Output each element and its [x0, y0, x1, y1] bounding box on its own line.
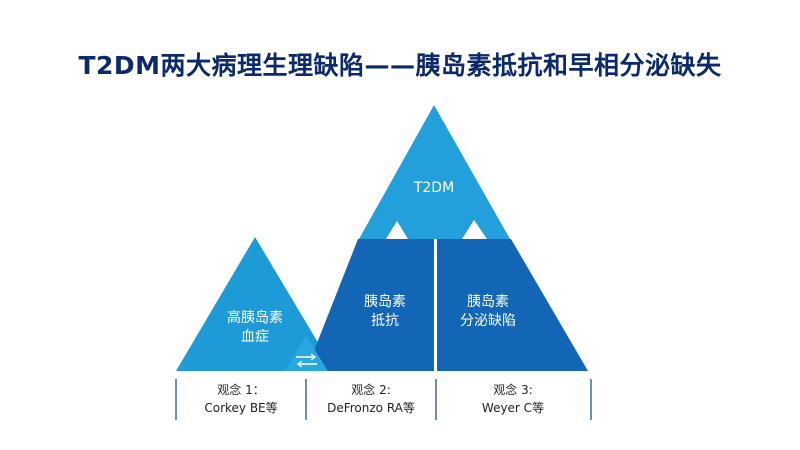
right-block-label-1: 胰岛素	[467, 294, 509, 310]
right-notch	[462, 220, 487, 239]
link-triangle	[285, 336, 328, 371]
concept-2-line2: DeFronzo RA等	[327, 401, 415, 415]
left-triangle-label-1: 高胰岛素	[227, 309, 283, 326]
top-triangle-label: T2DM	[413, 180, 454, 196]
concept-1-line1: 观念 1：	[217, 382, 264, 397]
concept-2-line1: 观念 2:	[351, 382, 391, 397]
right-block	[437, 239, 588, 371]
slide-title: T2DM两大病理生理缺陷——胰岛素抵抗和早相分泌缺失	[78, 51, 722, 80]
concept-3-line2: Weyer C等	[482, 401, 544, 415]
left-notch	[386, 221, 408, 239]
column-dividers	[175, 379, 592, 420]
left-triangle-label-2: 血症	[241, 329, 269, 345]
middle-block	[306, 239, 434, 371]
right-block-label-2: 分泌缺陷	[460, 313, 516, 329]
exchange-arrows-icon	[296, 353, 317, 368]
concept-1-line2: Corkey BE等	[204, 401, 277, 415]
left-triangle	[176, 237, 335, 371]
top-triangle	[359, 105, 510, 239]
middle-block-label-1: 胰岛素	[364, 294, 406, 310]
concept-3-line1: 观念 3:	[493, 382, 533, 397]
middle-block-label-2: 抵抗	[371, 313, 399, 329]
